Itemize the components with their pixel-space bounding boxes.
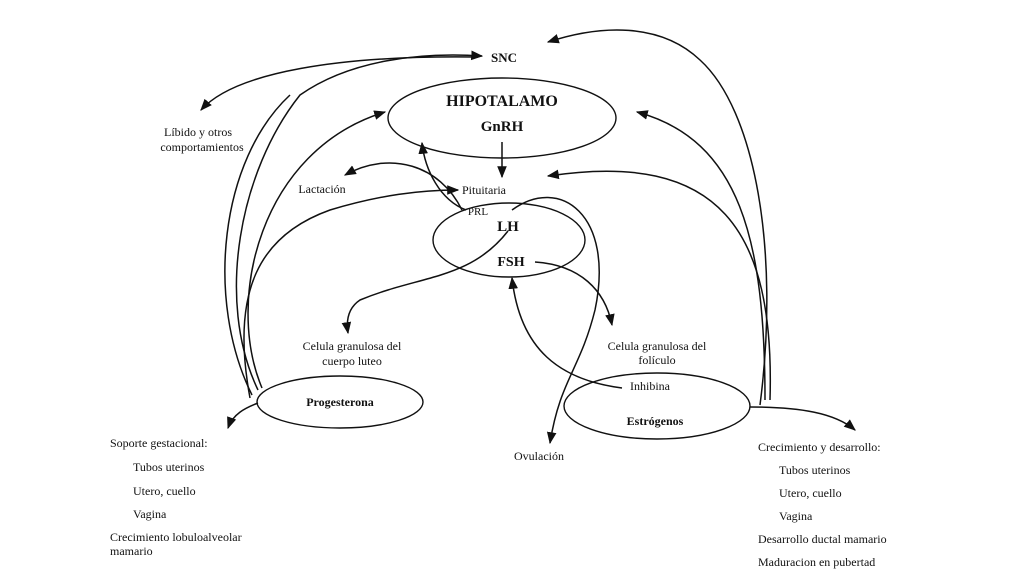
arrow-lh-luteo [341,230,509,335]
soporte-title: Soporte gestacional: [110,436,208,450]
arrow-prl-lactacion [343,162,463,211]
snc-label: SNC [491,50,517,65]
hipotalamo-label: HIPOTALAMO [446,93,558,110]
arrow-estrogenos-hipotalamo [635,110,766,401]
inhibina-label: Inhibina [630,379,671,393]
granulosa-luteo-label-line1: Celula granulosa del [303,339,402,353]
soporte-item: Vagina [133,507,167,521]
arrow-estrogenos-snc [546,29,768,406]
arrow-progesterona-snc [235,50,484,391]
pituitaria-label: Pituitaria [462,183,507,197]
soporte-extra-line2: mamario [110,544,153,558]
soporte-extra-line1: Crecimiento lobuloalveolar [110,530,242,544]
granulosa-foliculo-label-line1: Celula granulosa del [608,339,707,353]
arrow-prl-hipotalamo [418,141,467,211]
ovulacion-label: Ovulación [514,449,564,463]
estrogenos-ellipse [563,372,751,440]
progesterona-ellipse [256,375,424,429]
libido-label-line2: comportamientos [160,140,244,154]
arrow-progesterona-snc-2 [224,94,291,396]
granulosa-foliculo-label-line2: folículo [638,353,675,367]
fsh-label: FSH [497,255,524,270]
arrow-fsh-foliculo [534,261,615,327]
arrow-estrogenos-pituitaria [546,169,772,401]
soporte-item: Utero, cuello [133,484,196,498]
granulosa-luteo-label-line2: cuerpo luteo [322,354,382,368]
crecimiento-item: Vagina [779,509,813,523]
estrogenos-label: Estrógenos [627,414,684,428]
arrow-snc-libido [200,56,479,111]
crecimiento-desarrollo-list: Crecimiento y desarrollo: Tubos uterinos… [758,440,887,569]
arrow-progesterona-soporte [227,402,259,430]
crecimiento-extra-line1: Desarrollo ductal mamario [758,532,887,546]
lactacion-label: Lactación [298,182,345,196]
lh-label: LH [497,219,519,235]
crecimiento-extra-line2: Maduracion en pubertad [758,555,875,569]
prl-label: PRL [468,206,488,218]
soporte-gestacional-list: Soporte gestacional: Tubos uterinos Uter… [110,436,242,558]
arrow-estrogenos-crecimiento [749,406,856,431]
crecimiento-title: Crecimiento y desarrollo: [758,440,881,454]
crecimiento-item: Utero, cuello [779,486,842,500]
crecimiento-item: Tubos uterinos [779,463,851,477]
libido-label-line1: Líbido y otros [164,125,232,139]
progesterona-label: Progesterona [306,395,374,409]
arrow-inhibina-fsh [508,276,623,389]
arrow-progesterona-hipotalamo [247,110,387,389]
gnrh-label: GnRH [481,119,524,135]
arrow-lh-ovulacion [511,196,600,445]
soporte-item: Tubos uterinos [133,460,205,474]
arrow-progesterona-pituitaria [243,185,460,399]
